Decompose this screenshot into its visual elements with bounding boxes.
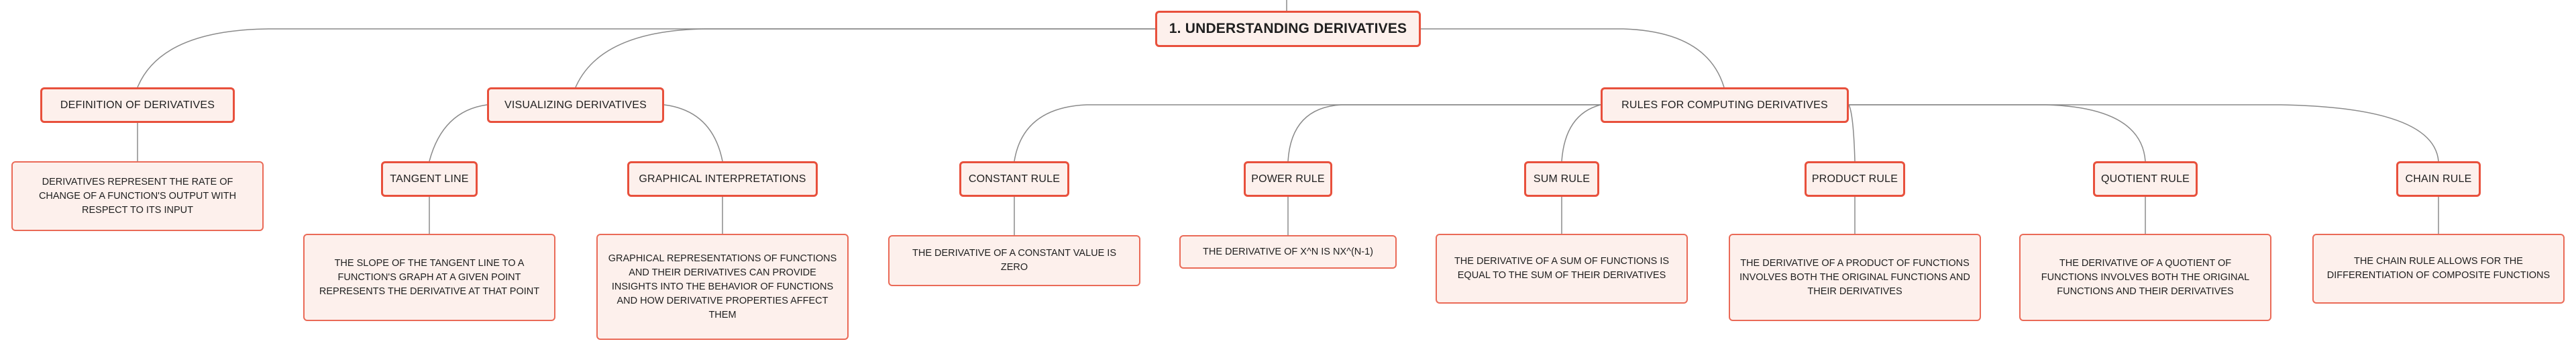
graphical-interpretations-detail-node[interactable]: GRAPHICAL REPRESENTATIONS OF FUNCTIONS A…: [596, 234, 849, 340]
connector-rules-quotient: [1849, 104, 2146, 162]
connector-root-rules: [1421, 28, 1725, 88]
definition-detail-node[interactable]: DERIVATIVES REPRESENT THE RATE OF CHANGE…: [11, 161, 264, 231]
rules-node[interactable]: RULES FOR COMPUTING DERIVATIVES: [1601, 87, 1849, 123]
product-rule-node[interactable]: PRODUCT RULE: [1805, 161, 1905, 197]
sum-rule-node[interactable]: SUM RULE: [1524, 161, 1599, 197]
chain-rule-detail-node[interactable]: THE CHAIN RULE ALLOWS FOR THE DIFFERENTI…: [2312, 234, 2565, 304]
power-rule-detail-node[interactable]: THE DERIVATIVE OF X^N IS NX^(N-1): [1179, 235, 1397, 269]
connector-rules-product: [1848, 104, 1856, 162]
connector-rules-sum: [1561, 104, 1601, 162]
connector-rules-constant: [1014, 104, 1601, 162]
tangent-line-detail-node[interactable]: THE SLOPE OF THE TANGENT LINE TO A FUNCT…: [303, 234, 555, 321]
quotient-rule-detail-node[interactable]: THE DERIVATIVE OF A QUOTIENT OF FUNCTION…: [2019, 234, 2271, 321]
power-rule-node[interactable]: POWER RULE: [1244, 161, 1332, 197]
root-topic-node[interactable]: 1. UNDERSTANDING DERIVATIVES: [1155, 11, 1421, 47]
connector-rules-chain: [1849, 104, 2439, 162]
graphical-interpretations-node[interactable]: GRAPHICAL INTERPRETATIONS: [627, 161, 818, 197]
constant-rule-node[interactable]: CONSTANT RULE: [959, 161, 1069, 197]
tangent-line-node[interactable]: TANGENT LINE: [381, 161, 478, 197]
connector-root-definition: [137, 28, 1155, 88]
connector-rules-power: [1287, 104, 1601, 162]
connector-visualizing-tangent: [429, 104, 488, 162]
visualizing-node[interactable]: VISUALIZING DERIVATIVES: [487, 87, 664, 123]
sum-rule-detail-node[interactable]: THE DERIVATIVE OF A SUM OF FUNCTIONS IS …: [1436, 234, 1688, 304]
connector-visualizing-graphical: [663, 104, 723, 162]
definition-node[interactable]: DEFINITION OF DERIVATIVES: [40, 87, 235, 123]
product-rule-detail-node[interactable]: THE DERIVATIVE OF A PRODUCT OF FUNCTIONS…: [1729, 234, 1981, 321]
quotient-rule-node[interactable]: QUOTIENT RULE: [2093, 161, 2198, 197]
constant-rule-detail-node[interactable]: THE DERIVATIVE OF A CONSTANT VALUE IS ZE…: [888, 235, 1140, 286]
chain-rule-node[interactable]: CHAIN RULE: [2396, 161, 2481, 197]
connector-root-visualizing: [575, 28, 1155, 88]
